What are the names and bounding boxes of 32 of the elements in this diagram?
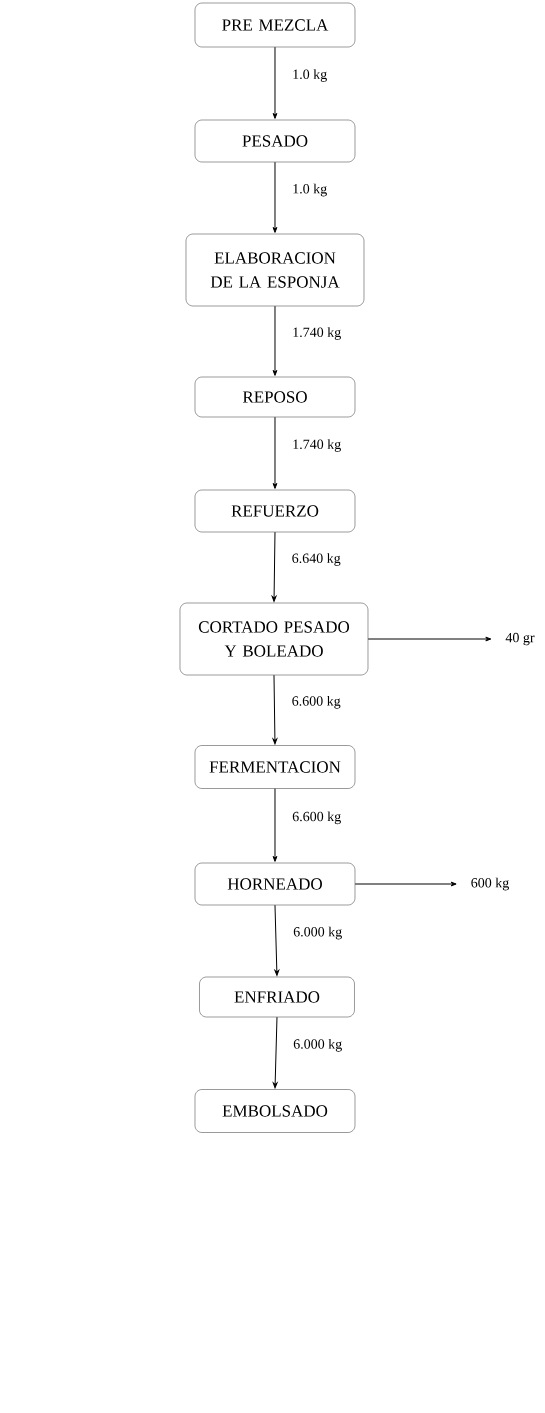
arrow xyxy=(272,1016,278,1089)
edge-label: 1.0 kg xyxy=(293,69,327,82)
process-box: ELABORACION DE LA ESPONJA xyxy=(185,233,365,307)
arrow xyxy=(354,881,457,887)
arrow xyxy=(272,416,278,489)
process-box: HORNEADO xyxy=(194,862,356,906)
process-box: EMBOLSADO xyxy=(194,1089,356,1133)
edge-label: 6.600 kg xyxy=(292,811,341,825)
output-label: 40 gr xyxy=(505,632,535,646)
edge-label: 6.000 kg xyxy=(293,1038,342,1052)
process-box: REPOSO xyxy=(194,376,356,418)
process-box: ENFRIADO xyxy=(199,976,355,1018)
process-box: PESADO xyxy=(194,119,356,163)
arrow xyxy=(272,161,278,233)
process-box: REFUERZO xyxy=(194,489,356,533)
arrow xyxy=(271,531,277,602)
edge-label: 1.0 kg xyxy=(293,183,327,197)
edge-label: 1.740 kg xyxy=(293,327,341,340)
edge-label: 6.000 kg xyxy=(293,926,342,940)
arrow xyxy=(272,674,278,745)
process-box: CORTADO PESADO Y BOLEADO xyxy=(179,602,369,676)
arrow xyxy=(272,788,278,862)
output-label: 600 kg xyxy=(471,877,509,891)
edge-label: 6.600 kg xyxy=(292,695,341,709)
edge-label: 1.740 kg xyxy=(293,439,341,452)
arrow xyxy=(272,46,278,119)
arrow xyxy=(274,904,280,976)
process-box: PRE MEZCLA xyxy=(194,2,356,48)
arrow xyxy=(367,636,492,642)
edge-label: 6.640 kg xyxy=(292,553,341,566)
arrow xyxy=(272,305,278,376)
process-box: FERMENTACION xyxy=(194,745,356,789)
